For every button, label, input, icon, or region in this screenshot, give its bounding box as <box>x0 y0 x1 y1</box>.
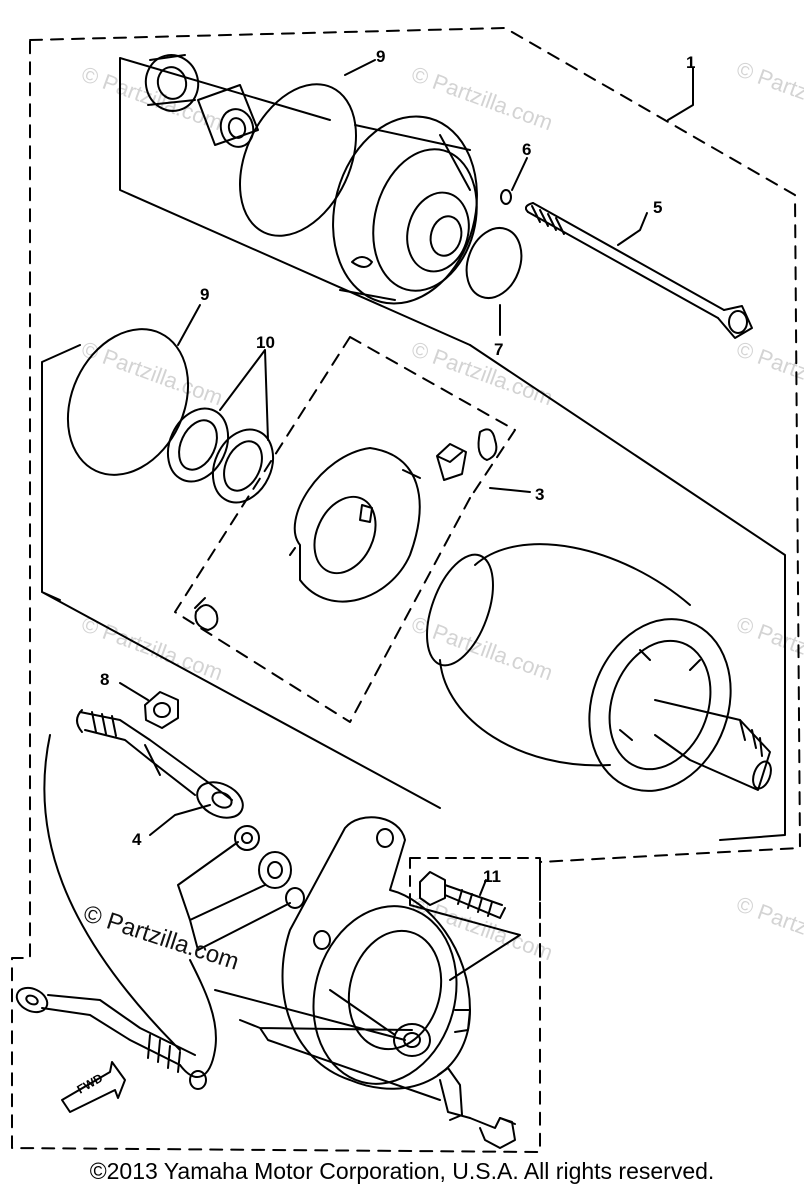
washer-a <box>166 407 230 483</box>
callout-9-top: 9 <box>376 47 385 66</box>
brush-plate <box>289 447 421 603</box>
callout-10: 10 <box>256 333 275 352</box>
callout-1: 1 <box>686 53 695 72</box>
fwd-arrow-icon: FWD <box>61 1061 126 1113</box>
insulator-washer <box>258 851 292 889</box>
leader-9b <box>177 304 201 346</box>
oil-seal <box>144 54 200 112</box>
watermark-text: © Partzilla.com <box>733 336 804 410</box>
leader-4 <box>149 804 211 836</box>
callout-7: 7 <box>494 340 503 359</box>
callout-11: 11 <box>483 867 501 886</box>
insulator-washer-inner <box>267 861 283 879</box>
watermark-text: © Partzilla.com <box>408 891 556 965</box>
copyright-notice: ©2013 Yamaha Motor Corporation, U.S.A. A… <box>89 1158 715 1184</box>
callout-8: 8 <box>100 670 109 689</box>
leader-6 <box>511 157 528 191</box>
o-ring-rear <box>66 328 190 476</box>
yoke-armature <box>426 543 772 792</box>
leader-lines <box>177 841 291 951</box>
brush-block <box>436 443 467 481</box>
end-cover-bolt <box>419 871 506 919</box>
brush-holder-lead <box>437 1067 516 1149</box>
leader-5 <box>617 212 648 246</box>
brush-assembly-boundary <box>174 336 516 723</box>
callout-4: 4 <box>132 830 142 849</box>
leader-8 <box>119 682 149 701</box>
o-ring-small <box>285 887 305 909</box>
watermark-text: © Partzilla.com <box>408 336 556 410</box>
leader-1 <box>667 67 694 121</box>
bolt-group-bracket <box>409 904 521 981</box>
rear-cover-leaders <box>214 989 441 1101</box>
washer-small-inner <box>241 832 253 844</box>
watermark-text: © Partzilla.com <box>733 891 804 965</box>
washer-b-inner <box>223 440 263 492</box>
callout-9-middle: 9 <box>200 285 209 304</box>
watermark-text: © Partzilla.com <box>733 56 804 130</box>
leader-11 <box>479 879 487 896</box>
callout-5: 5 <box>653 198 662 217</box>
rear-cover <box>281 816 471 1090</box>
washer-a-inner <box>178 419 218 471</box>
brush-spring <box>477 428 498 461</box>
leader-9a <box>344 59 376 76</box>
small-o-ring <box>500 189 512 205</box>
callout-3: 3 <box>535 485 544 504</box>
nut <box>144 691 179 729</box>
bolt-group-boundary <box>409 857 541 981</box>
leader-10 <box>219 349 269 441</box>
rear-plate <box>41 344 441 809</box>
lead-wire <box>43 709 244 1051</box>
terminal-lead <box>15 959 217 1090</box>
watermark-text: © Partzilla.com <box>733 611 804 685</box>
watermark-text: © Partzilla.com <box>408 61 556 135</box>
leader-3 <box>489 487 531 493</box>
callout-6: 6 <box>522 140 531 159</box>
o-ring-shaft <box>465 227 523 299</box>
watermark-main: © Partzilla.com <box>80 900 242 976</box>
needle-bearing <box>197 84 259 148</box>
watermark-text: © Partzilla.com <box>408 611 556 685</box>
through-bolt <box>524 202 753 339</box>
o-ring-top <box>238 83 358 237</box>
washer-b <box>211 428 275 504</box>
front-cover <box>332 115 478 305</box>
yoke-plate-edge <box>469 344 786 841</box>
brush-spring-small <box>194 597 219 631</box>
assembly-boundary-dashed <box>11 27 801 1153</box>
washer-small <box>234 825 260 851</box>
